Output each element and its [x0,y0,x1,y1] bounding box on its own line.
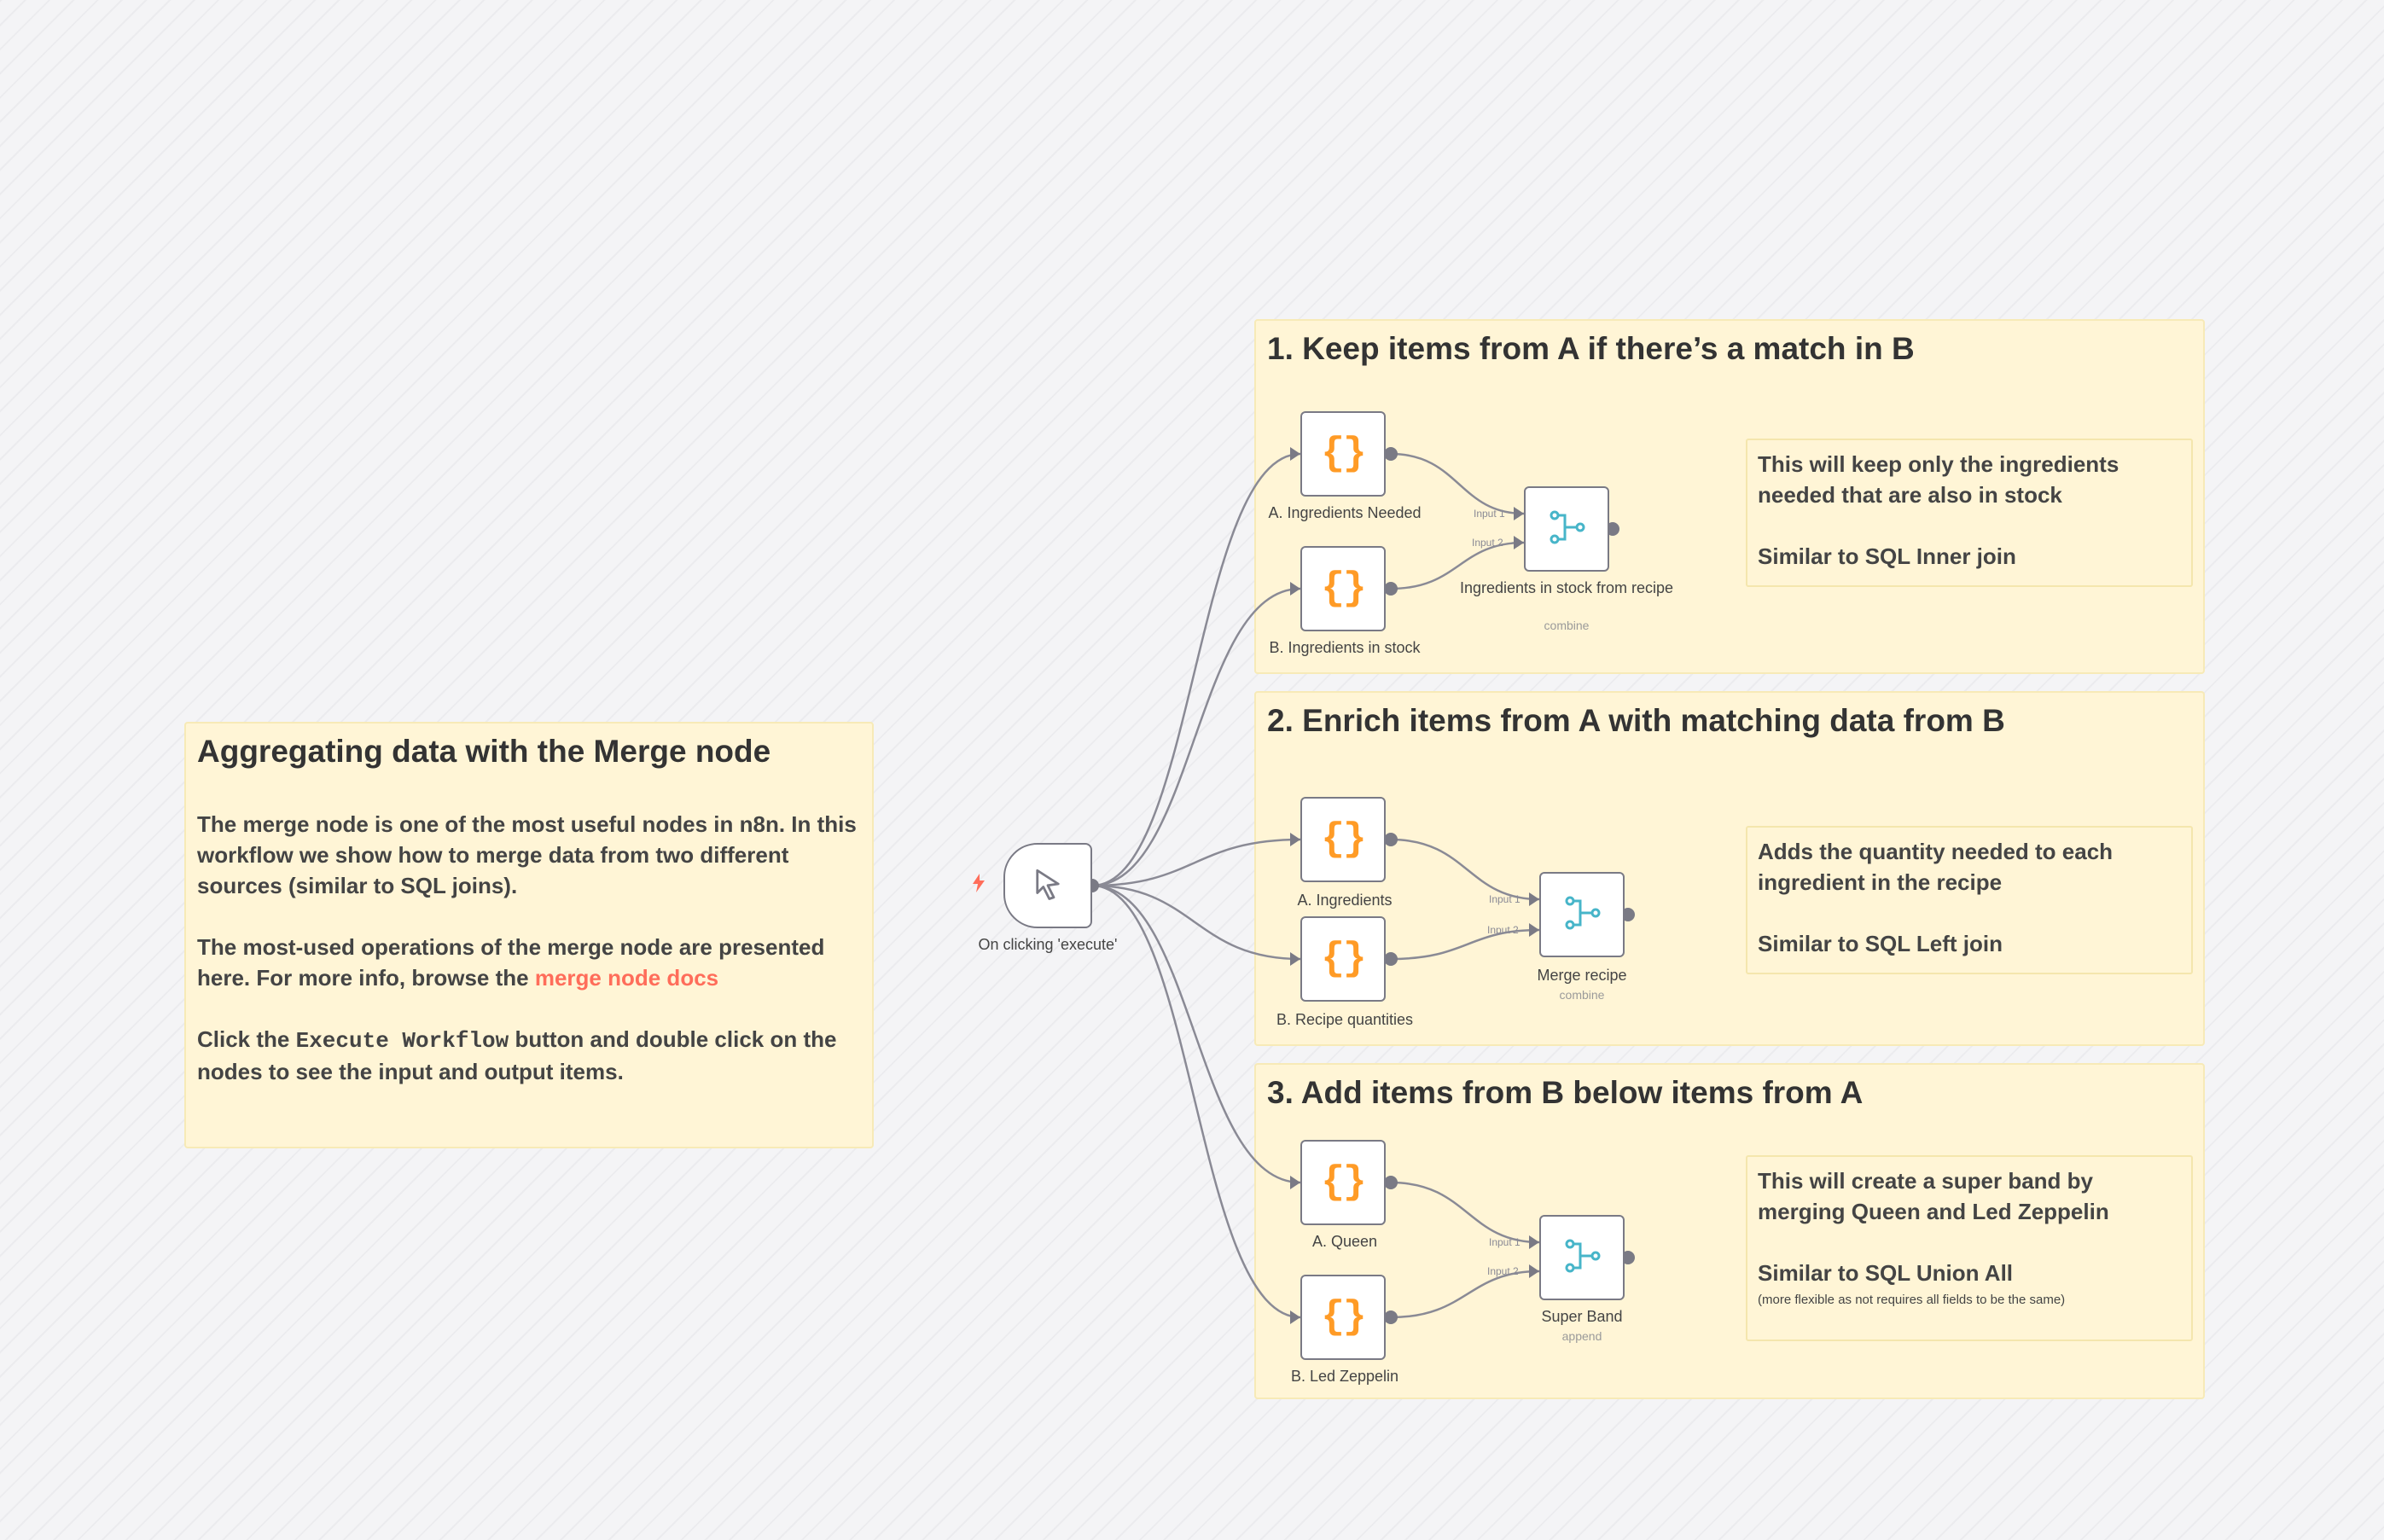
s1-node-a-label: A. Ingredients Needed [1268,504,1422,521]
execute-workflow-code: Execute Workflow [295,1028,509,1054]
s2-input-2-label: Input 2 [1487,924,1519,936]
section-1-note-text: This will keep only the ingredients need… [1758,451,2119,508]
wire-s2a-merge [1390,838,1540,901]
merge-icon [1561,1235,1602,1281]
s3-node-a-label: A. Queen [1311,1233,1378,1250]
s1-input-2-label: Input 2 [1472,537,1503,549]
s1-merge-mode: combine [1544,619,1590,632]
cursor-icon [1030,866,1066,906]
section-1-note-sql: Similar to SQL Inner join [1758,543,2016,569]
trigger-label: On clicking 'execute' [978,936,1118,953]
intro-title: Aggregating data with the Merge node [197,734,771,769]
trigger-bolt-icon [973,874,985,898]
code-icon: {} [1321,432,1366,476]
s1-node-b-label: B. Ingredients in stock [1269,639,1421,656]
code-icon: {} [1321,937,1366,981]
s2-merge-label: Merge recipe [1537,967,1627,984]
s3-input-2-label: Input 2 [1487,1265,1519,1277]
s1-code-node-a[interactable]: {} [1300,411,1386,497]
section-3-note-sql: Similar to SQL Union All [1758,1260,2014,1286]
wire-trigger-s2b [1091,884,1301,961]
section-2-sticky-note[interactable]: 2. Enrich items from A with matching dat… [1254,691,2205,1046]
section-3-title: 3. Add items from B below items from A [1267,1075,1864,1110]
s1-merge-label: Ingredients in stock from recipe [1459,579,1674,596]
intro-description: The merge node is one of the most useful… [197,809,863,1118]
section-2-note[interactable]: Adds the quantity needed to each ingredi… [1746,826,2193,974]
section-1-note[interactable]: This will keep only the ingredients need… [1746,439,2193,587]
section-3-note-text: This will create a super band by merging… [1758,1168,2109,1224]
section-2-title: 2. Enrich items from A with matching dat… [1267,703,2005,738]
intro-p2-text: The most-used operations of the merge no… [197,934,825,991]
manual-trigger-node[interactable] [1003,843,1092,928]
wire-trigger-s2a [1091,838,1301,887]
s3-merge-label: Super Band [1541,1308,1623,1325]
code-icon: {} [1321,1160,1366,1205]
intro-paragraph-2: The most-used operations of the merge no… [197,932,863,993]
s1-code-node-b[interactable]: {} [1300,546,1386,631]
s2-input-1-label: Input 1 [1489,893,1521,905]
merge-node-docs-link[interactable]: merge node docs [534,965,719,991]
s2-merge-mode: combine [1559,988,1605,1002]
s1-merge-node[interactable] [1524,486,1609,572]
intro-p3-text: Click the [197,1026,296,1052]
code-icon: {} [1321,567,1366,611]
wire-s3a-merge [1390,1181,1540,1244]
s3-code-node-b[interactable]: {} [1300,1275,1386,1360]
section-3-note-small: (more flexible as not requires all field… [1758,1293,2066,1307]
s2-code-node-b[interactable]: {} [1300,916,1386,1002]
wire-trigger-s1a [1091,452,1301,887]
wire-trigger-s3b [1091,884,1301,1319]
wire-trigger-s3a [1091,884,1301,1184]
s2-node-b-label: B. Recipe quantities [1276,1011,1414,1028]
s1-input-1-label: Input 1 [1474,508,1505,520]
merge-icon [1546,507,1587,552]
section-2-note-sql: Similar to SQL Left join [1758,931,2003,956]
wire-s2b-merge [1390,928,1540,961]
intro-paragraph-1: The merge node is one of the most useful… [197,811,857,898]
s3-merge-mode: append [1561,1329,1602,1343]
intro-paragraph-3: Click the Execute Workflow button and do… [197,1024,863,1087]
wire-trigger-s1b [1091,587,1301,887]
s3-input-1-label: Input 1 [1489,1236,1521,1248]
code-icon: {} [1321,817,1366,862]
section-3-note[interactable]: This will create a super band by merging… [1746,1155,2193,1341]
s2-merge-node[interactable] [1539,872,1625,957]
merge-icon [1561,892,1602,938]
section-1-title: 1. Keep items from A if there’s a match … [1267,331,1915,366]
code-icon: {} [1321,1295,1366,1340]
wire-s1a-merge [1390,452,1525,515]
s2-code-node-a[interactable]: {} [1300,797,1386,882]
s3-merge-node[interactable] [1539,1215,1625,1300]
s2-node-a-label: A. Ingredients [1297,892,1393,909]
intro-sticky-note[interactable]: Aggregating data with the Merge node The… [184,722,874,1148]
wire-s1b-merge [1390,541,1525,590]
intro-p3-text-end: button and double click on the nodes to … [197,1026,837,1084]
s3-code-node-a[interactable]: {} [1300,1140,1386,1225]
section-2-note-text: Adds the quantity needed to each ingredi… [1758,839,2114,895]
s3-node-b-label: B. Led Zeppelin [1290,1368,1399,1385]
wire-s3b-merge [1390,1270,1540,1319]
